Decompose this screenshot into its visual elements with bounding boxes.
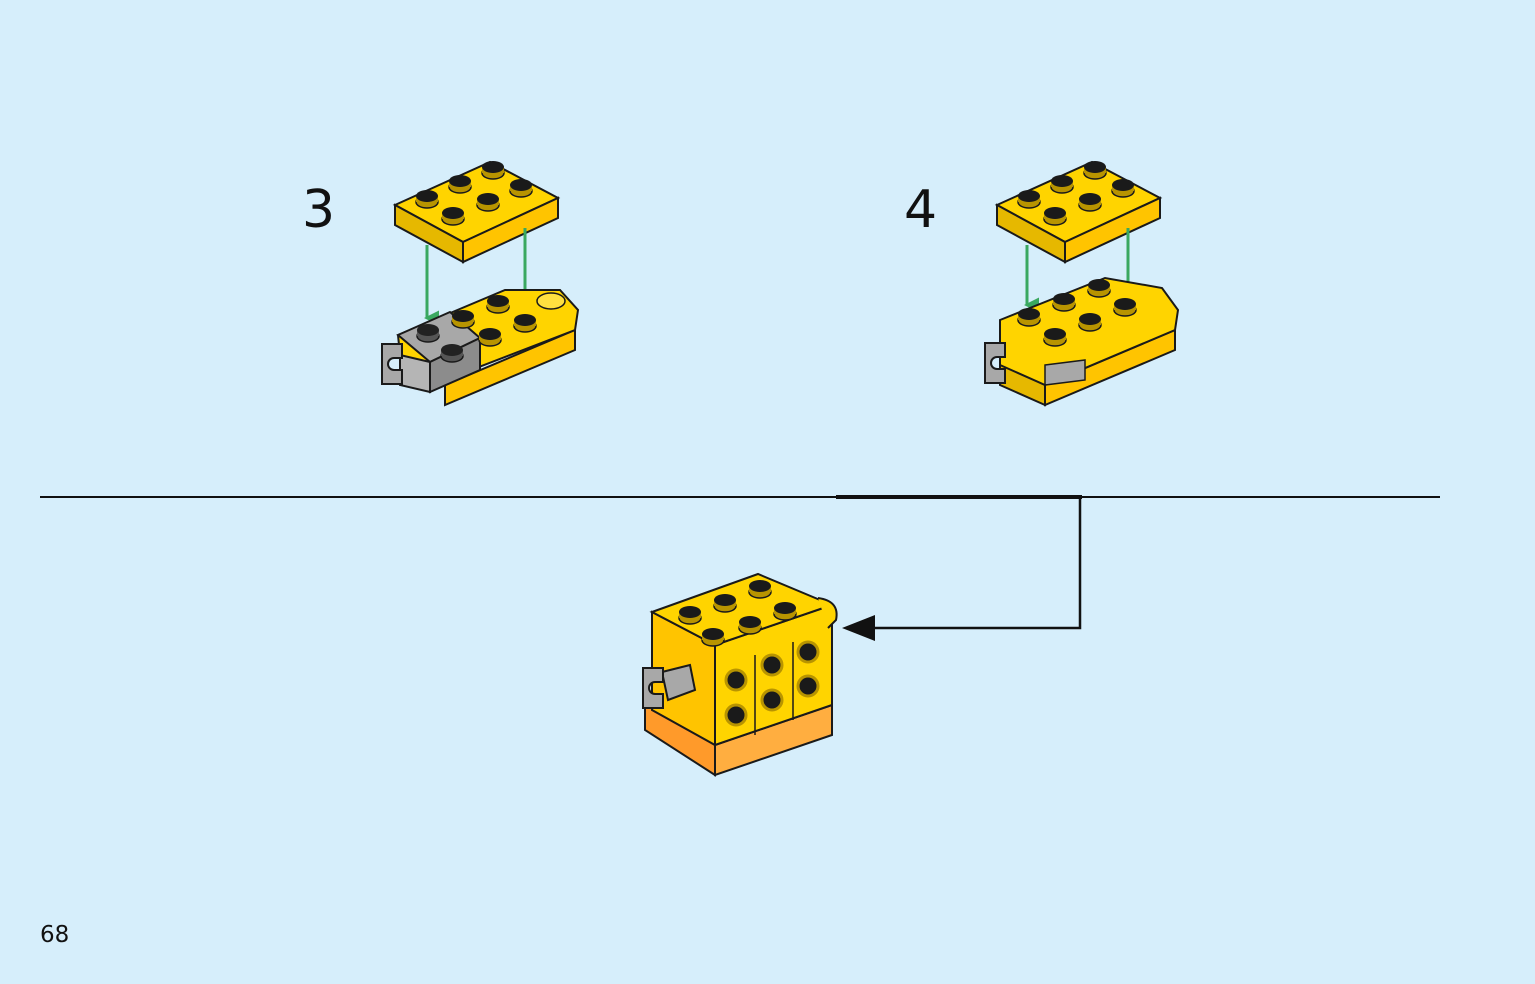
- result-model: [642, 572, 838, 777]
- step-number-3: 3: [302, 180, 336, 240]
- step3-assembly: [381, 160, 580, 407]
- callout-line: [870, 497, 1082, 630]
- step4-assembly: [984, 160, 1180, 407]
- step4-top-plate: [994, 160, 1163, 264]
- page-number: 68: [40, 922, 70, 948]
- step-number-4: 4: [904, 180, 938, 240]
- step3-base-assembly: [381, 289, 580, 407]
- callout-arrowhead: [842, 615, 875, 641]
- step3-top-plate: [392, 160, 561, 264]
- step4-base-assembly: [984, 276, 1180, 407]
